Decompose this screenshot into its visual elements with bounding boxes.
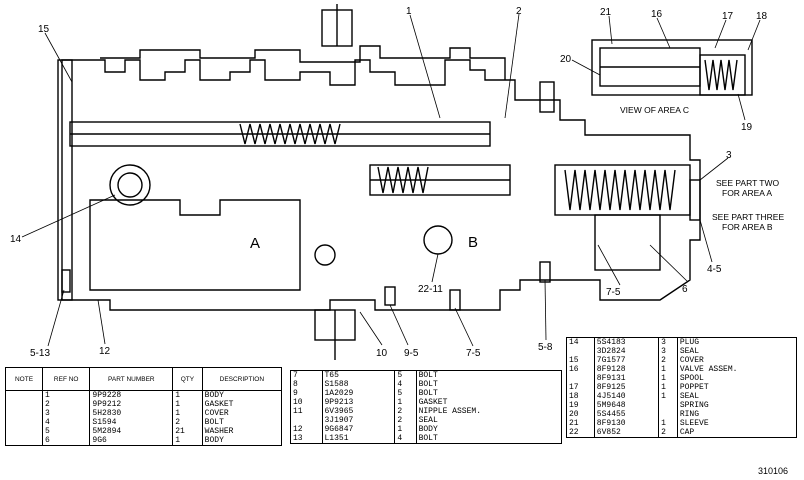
callout-14: 14 (10, 234, 22, 245)
port-b (423, 225, 453, 255)
callout-5-8: 5-8 (538, 342, 553, 353)
callout-3: 3 (726, 150, 732, 161)
see-part-two-line1: SEE PART TWO (716, 178, 780, 188)
callout-7-5-bottom: 7-5 (466, 348, 481, 359)
col-ref-no: REF NO (42, 367, 91, 391)
callout-1: 1 (406, 6, 412, 17)
bottom-right-boss (594, 214, 661, 271)
upper-cover (100, 45, 506, 80)
area-b-label: B (468, 234, 478, 251)
see-part-two-line2: FOR AREA A (722, 188, 772, 198)
callout-7-5-right: 7-5 (606, 287, 621, 298)
right-cylinder-spring (564, 169, 676, 211)
callout-21: 21 (600, 7, 612, 18)
col-part-number: PART NUMBER (89, 367, 174, 391)
table-header-row: NOTE REF NO PART NUMBER QTY DESCRIPTION (5, 367, 283, 391)
callout-6: 6 (682, 284, 688, 295)
callout-2: 2 (516, 6, 522, 17)
lower-spring (377, 166, 429, 194)
right-plug (539, 81, 555, 113)
col-description: DESCRIPTION (202, 367, 283, 391)
callout-22-11: 22-11 (418, 284, 443, 295)
port-left (314, 244, 336, 266)
callout-19: 19 (741, 122, 753, 133)
col-note: NOTE (5, 367, 43, 391)
main-body-outline (61, 59, 701, 311)
plug-14 (109, 164, 151, 206)
col-qty: QTY (172, 367, 203, 391)
see-part-three-line1: SEE PART THREE (712, 212, 784, 222)
upper-spring (239, 123, 341, 145)
callout-5-13: 5-13 (30, 348, 50, 359)
callout-18: 18 (756, 11, 768, 22)
area-a-recess (89, 199, 301, 291)
left-plate (57, 59, 73, 301)
callout-20: 20 (560, 54, 572, 65)
callout-17: 17 (722, 11, 734, 22)
callout-15: 15 (38, 24, 50, 35)
callout-4-5: 4-5 (707, 264, 722, 275)
parts-table-left: NOTE REF NO PART NUMBER QTY DESCRIPTION … (5, 367, 283, 446)
view-area-c-caption: VIEW OF AREA C (620, 105, 689, 115)
end-cap (689, 179, 701, 221)
callout-9-5: 9-5 (404, 348, 419, 359)
see-part-three-line2: FOR AREA B (722, 222, 773, 232)
callout-16: 16 (651, 9, 663, 20)
figure-number: 310106 (758, 466, 789, 476)
area-a-label: A (250, 235, 260, 252)
callout-12: 12 (99, 346, 111, 357)
callout-10: 10 (376, 348, 388, 359)
area-c-view (591, 39, 753, 96)
